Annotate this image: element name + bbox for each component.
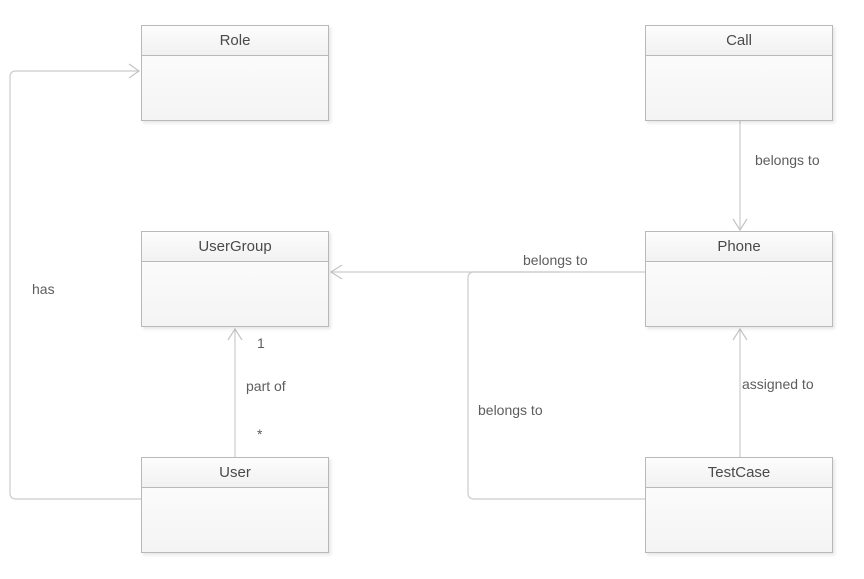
uml-class-name-role: Role [142, 26, 328, 56]
uml-class-role[interactable]: Role [141, 25, 329, 121]
uml-class-usergroup[interactable]: UserGroup [141, 231, 329, 327]
uml-class-body-role [142, 56, 328, 120]
uml-class-body-testcase [646, 488, 832, 552]
uml-class-body-phone [646, 262, 832, 326]
uml-class-name-testcase: TestCase [646, 458, 832, 488]
edge-user-part-of-usergroup [227, 327, 243, 457]
edge-multiplicity-part-of-target: 1 [257, 335, 265, 351]
uml-class-body-usergroup [142, 262, 328, 326]
edge-phone-belongs-to-usergroup [329, 264, 645, 280]
uml-class-name-phone: Phone [646, 232, 832, 262]
edge-label-part-of: part of [246, 378, 286, 394]
edge-call-belongs-to-phone [732, 121, 748, 232]
uml-class-body-user [142, 488, 328, 552]
edge-label-assigned-to: assigned to [742, 376, 814, 392]
edge-multiplicity-part-of-source: * [257, 426, 263, 442]
edge-label-testcase-belongs-to: belongs to [478, 402, 543, 418]
uml-class-testcase[interactable]: TestCase [645, 457, 833, 553]
edge-label-has: has [32, 281, 55, 297]
uml-class-body-call [646, 56, 832, 120]
edge-testcase-belongs-to-usergroup [467, 271, 645, 500]
uml-class-name-user: User [142, 458, 328, 488]
uml-class-name-call: Call [646, 26, 832, 56]
uml-class-name-usergroup: UserGroup [142, 232, 328, 262]
uml-class-call[interactable]: Call [645, 25, 833, 121]
edge-user-has-role [9, 63, 141, 500]
edge-label-phone-belongs-to: belongs to [523, 252, 588, 268]
edge-testcase-assigned-to-phone [732, 327, 748, 457]
uml-class-user[interactable]: User [141, 457, 329, 553]
uml-class-phone[interactable]: Phone [645, 231, 833, 327]
edge-label-call-belongs-to: belongs to [755, 152, 820, 168]
